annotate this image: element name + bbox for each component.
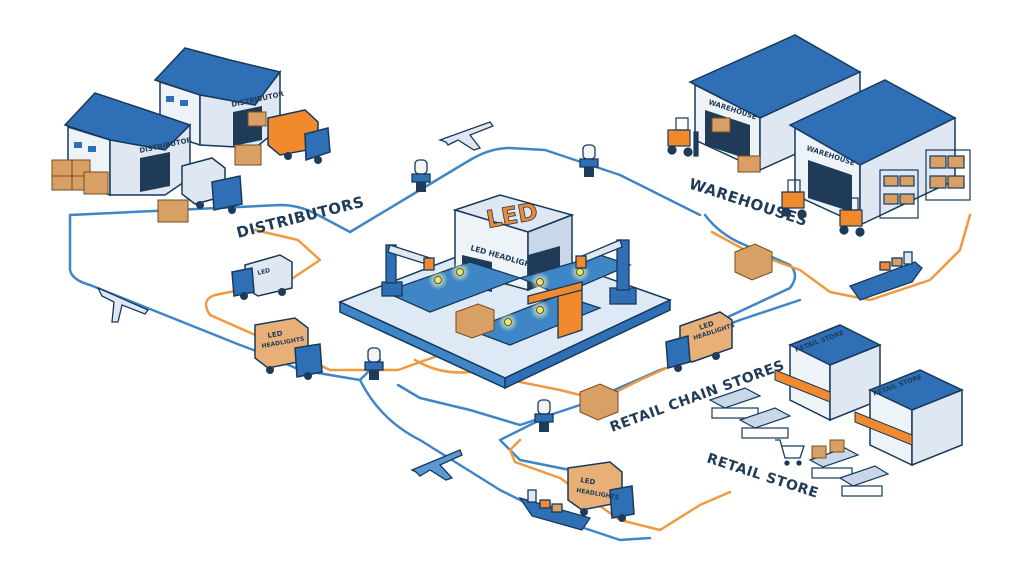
airplane-icon-bottom	[410, 449, 463, 481]
distributor-buildings: DISTRIBUTOR DISTRIBUTOR	[51, 47, 285, 223]
robot-arm-right	[575, 239, 637, 305]
cart-icon	[775, 439, 805, 466]
route-lower-link	[498, 418, 572, 472]
bulb-icon-top-left	[411, 159, 431, 192]
route-left-lower	[68, 213, 382, 382]
warehouse-buildings: WAREHOUSE WAREHOUSE	[688, 34, 957, 227]
truck-led-headlights-left: LED HEADLIGHTS	[254, 317, 323, 380]
route-right-to-factory	[698, 213, 797, 332]
glowing-bulbs	[428, 262, 590, 332]
robot-arm-left	[381, 244, 435, 297]
bulb-icon-top-right	[579, 144, 599, 177]
truck-led-left-label: LED	[257, 267, 271, 277]
box-route-right	[734, 243, 773, 281]
ship-icon-bottom	[518, 489, 592, 531]
ship-icon-right	[848, 251, 923, 301]
truck-left-led: LED	[267, 329, 283, 340]
box-center-lower	[579, 383, 619, 421]
forklifts	[667, 117, 865, 237]
truck-bottom-led: LED	[580, 476, 596, 487]
route-top-center	[68, 146, 702, 234]
warehouse-shelves	[879, 149, 971, 219]
truck-white-distributor	[181, 157, 243, 214]
warehouse-boxes	[711, 117, 761, 173]
retail-stores: RETAIL STORE RETAIL STORE	[774, 324, 964, 467]
retail-boxes	[811, 439, 845, 459]
inspection-arch	[527, 281, 583, 339]
airplane-icon-left	[96, 286, 150, 323]
truck-led-headlights-bottom: LED HEADLIGHTS	[567, 461, 635, 522]
retail-shelves	[708, 387, 890, 497]
airplane-icon-top	[438, 121, 495, 151]
route-bottom-left	[358, 378, 652, 542]
truck-orange-distributor	[267, 109, 331, 164]
truck-led-headlights-right: LED HEADLIGHTS	[665, 311, 736, 372]
factory-box	[455, 303, 495, 339]
truck-led-left: LED	[231, 254, 293, 300]
bulb-icon-center-bottom	[534, 399, 554, 432]
bulb-icon-center-left	[364, 347, 384, 380]
label-distributors: DISTRIBUTORS	[235, 193, 367, 242]
